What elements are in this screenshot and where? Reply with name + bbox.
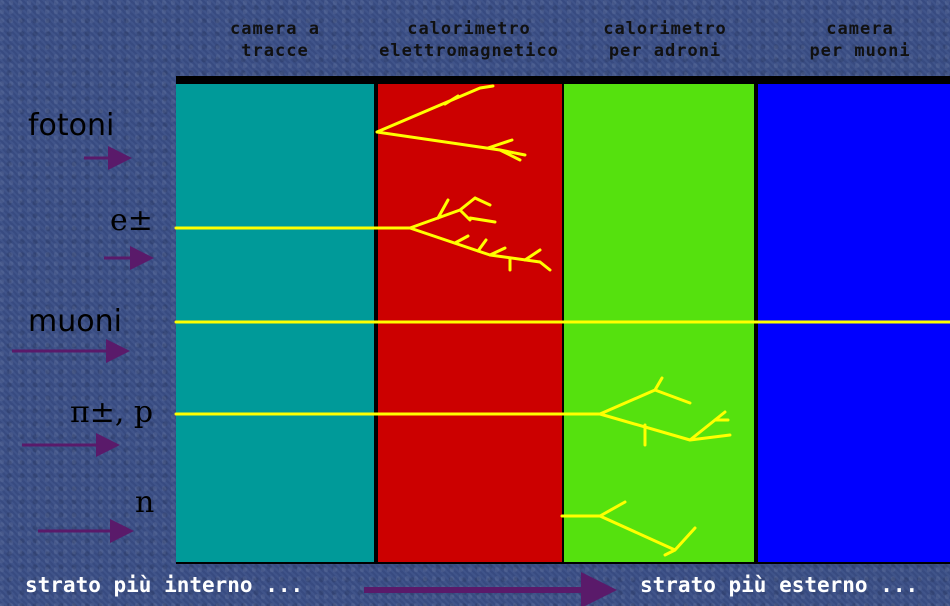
header-hadron-calorimeter: calorimetro per adroni [585,18,745,68]
header-tracker-line2: tracce [241,41,309,61]
electron-track [174,196,552,272]
pion-track [174,376,732,447]
footer-inner-layer: strato più interno ... [25,573,304,597]
neutron-shower [560,500,697,557]
footer-outer-layer: strato più esterno ... [640,573,919,597]
header-tracker-line1: camera a [230,19,320,39]
header-muon-chamber-line2: per muoni [809,41,911,61]
label-muons: muoni [28,304,122,339]
header-em-calorimeter-line1: calorimetro [407,19,531,39]
photon-shower [375,84,527,162]
header-muon-chamber-line1: camera [826,19,894,39]
header-em-calorimeter-line2: elettromagnetico [379,41,559,61]
header-hadron-calorimeter-line1: calorimetro [603,19,727,39]
label-photons: fotoni [28,108,115,143]
label-pions-protons: π±, p [70,395,154,430]
label-electrons: e± [110,203,153,238]
label-neutrons: n [135,485,155,520]
header-em-calorimeter: calorimetro elettromagnetico [354,18,584,68]
header-hadron-calorimeter-line2: per adroni [608,41,722,61]
header-muon-chamber: camera per muoni [775,18,945,68]
header-tracker: camera a tracce [195,18,355,68]
